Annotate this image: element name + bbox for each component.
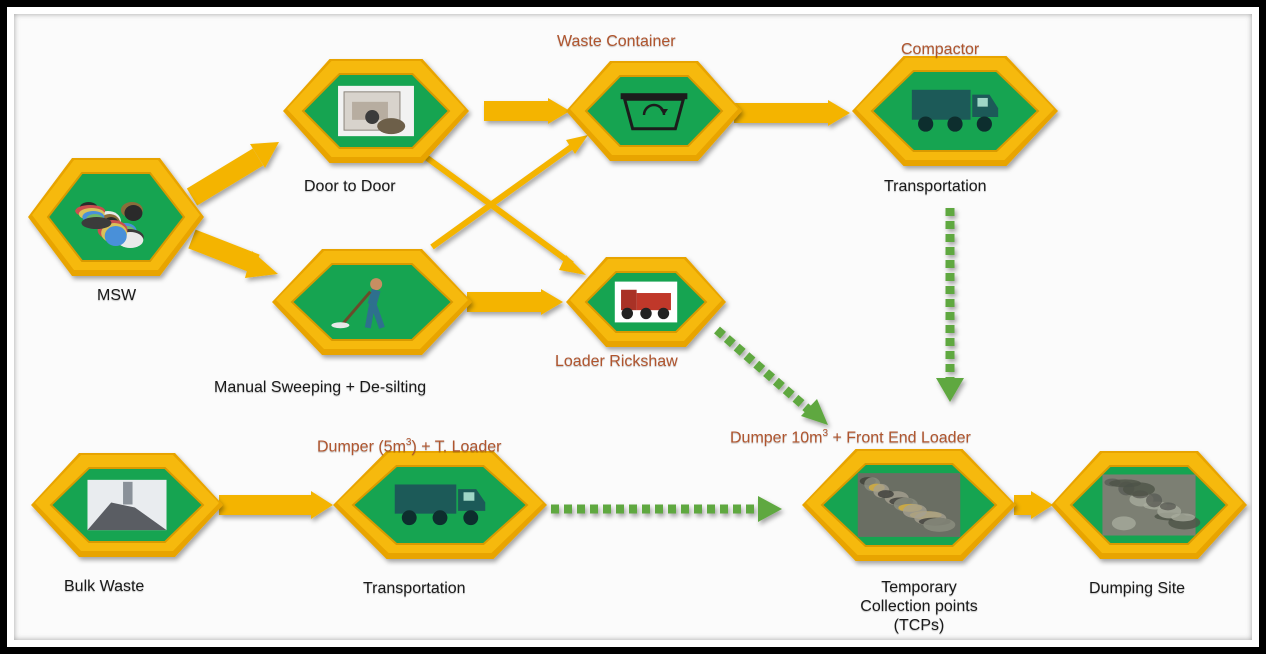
node-msw <box>28 158 204 276</box>
arrow-dumper-to-tcp <box>551 496 782 522</box>
compactor-title: Compactor <box>901 41 980 58</box>
node-bulk-waste <box>31 453 223 557</box>
flow-diagram <box>28 56 1247 561</box>
door-to-door-label: Door to Door <box>304 178 396 195</box>
diagram-panel: MSW Door to Door Waste Container Compact… <box>14 14 1252 640</box>
arrow-sweeping-to-container <box>430 135 588 250</box>
tcp-dumper-title: Dumper 10m3 + Front End Loader <box>730 428 971 447</box>
tcp-site-image <box>857 473 961 537</box>
arrow-container-to-compactor <box>734 100 850 126</box>
door-to-door-collector-image <box>338 85 414 137</box>
waste-container-title: Waste Container <box>557 33 676 50</box>
node-tcp <box>802 449 1016 561</box>
dashed-arrows <box>551 208 964 522</box>
node-waste-container <box>566 61 742 161</box>
arrow-sweeping-to-rickshaw <box>467 289 563 315</box>
arrow-rickshaw-to-tcp <box>714 326 828 425</box>
arrow-tcp-to-dumping <box>1014 491 1053 519</box>
dumper-truck-icon <box>394 484 486 526</box>
node-door-to-door <box>283 59 469 163</box>
node-dumping-site <box>1051 451 1247 559</box>
manual-sweeping-label: Manual Sweeping + De-silting <box>214 379 427 396</box>
hexagon-nodes <box>28 56 1247 561</box>
arrow-msw-to-sweeping <box>188 229 278 278</box>
bulk-waste-label: Bulk Waste <box>64 578 145 595</box>
node-compactor <box>852 56 1058 166</box>
waste-container-icon <box>620 93 688 131</box>
node-dumper-small <box>333 451 547 559</box>
arrow-bulk-to-dumper <box>219 491 333 519</box>
dumping-site-label: Dumping Site <box>1089 580 1186 597</box>
compactor-transportation-label: Transportation <box>884 178 987 195</box>
compactor-truck-icon <box>911 89 999 132</box>
arrow-door-to-container <box>484 98 570 124</box>
msw-label: MSW <box>97 287 137 304</box>
dumping-site-image <box>1102 474 1201 536</box>
node-loader-rickshaw <box>566 257 726 347</box>
arrow-door-to-rickshaw <box>417 149 586 275</box>
arrow-compactor-to-tcp <box>936 208 964 402</box>
pile-of-waste-image <box>75 202 144 249</box>
dumper-transportation-label: Transportation <box>363 580 466 597</box>
dumper-small-title: Dumper (5m3) + T. Loader <box>317 437 502 456</box>
bulk-waste-image <box>87 479 167 531</box>
sweeper-image <box>331 278 385 329</box>
tcp-label: Temporary Collection points (TCPs) <box>860 579 978 634</box>
solid-arrows <box>186 98 1053 519</box>
arrow-msw-to-door <box>186 142 279 206</box>
loader-rickshaw-title: Loader Rickshaw <box>555 353 678 370</box>
loader-rickshaw-image <box>614 281 678 323</box>
node-manual-sweeping <box>272 249 472 355</box>
